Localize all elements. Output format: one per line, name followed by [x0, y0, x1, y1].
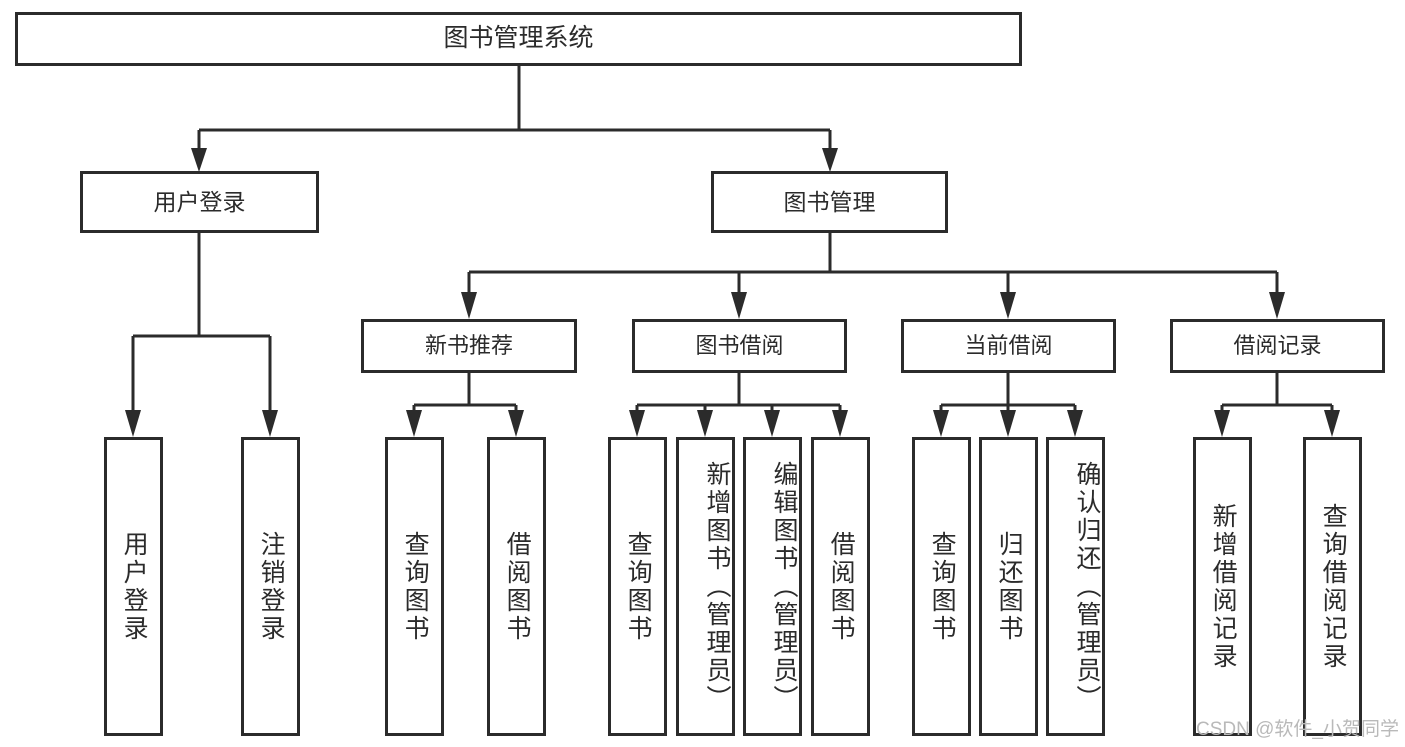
arrow-level2-1: [461, 292, 477, 319]
leaf-record-query-record[interactable]: 查询借阅记录: [1303, 437, 1362, 736]
leaf-label: 新增借阅记录: [1209, 502, 1238, 671]
leaf-label: 借阅图书: [827, 530, 856, 643]
arrow-newbook-leaf-2: [508, 410, 524, 437]
arrow-borrow-leaf-3: [764, 410, 780, 437]
arrow-borrow-leaf-1: [629, 410, 645, 437]
node-current-borrow[interactable]: 当前借阅: [901, 319, 1116, 373]
arrow-user-login-leaf-1: [125, 410, 141, 437]
node-book-management[interactable]: 图书管理: [711, 171, 948, 233]
leaf-borrow-add-book-admin[interactable]: 新增图书（管理员）: [676, 437, 735, 736]
leaf-current-return-book[interactable]: 归还图书: [979, 437, 1038, 736]
arrow-user-login-leaf-2: [262, 410, 278, 437]
node-new-book-recommend[interactable]: 新书推荐: [361, 319, 577, 373]
arrow-record-leaf-2: [1324, 410, 1340, 437]
leaf-record-add-record[interactable]: 新增借阅记录: [1193, 437, 1252, 736]
arrow-record-leaf-1: [1214, 410, 1230, 437]
arrow-current-leaf-3: [1067, 410, 1083, 437]
node-root[interactable]: 图书管理系统: [15, 12, 1022, 66]
leaf-borrow-edit-book-admin[interactable]: 编辑图书（管理员）: [743, 437, 802, 736]
arrow-current-leaf-1: [933, 410, 949, 437]
leaf-label: 用户登录: [120, 530, 149, 643]
leaf-label: 编辑图书（管理员）: [770, 460, 798, 713]
leaf-label: 借阅图书: [503, 530, 532, 643]
arrow-level2-4: [1269, 292, 1285, 319]
leaf-label: 新增图书（管理员）: [703, 460, 731, 713]
leaf-borrow-query-book[interactable]: 查询图书: [608, 437, 667, 736]
leaf-current-query-book[interactable]: 查询图书: [912, 437, 971, 736]
leaf-label: 确认归还（管理员）: [1073, 460, 1101, 713]
leaf-user-login-login[interactable]: 用户登录: [104, 437, 163, 736]
arrow-level2-3: [1000, 292, 1016, 319]
leaf-user-login-logout[interactable]: 注销登录: [241, 437, 300, 736]
arrow-current-leaf-2: [1000, 410, 1016, 437]
leaf-label: 注销登录: [257, 530, 286, 643]
arrow-level2-2: [731, 292, 747, 319]
leaf-label: 查询图书: [401, 530, 430, 643]
arrow-newbook-leaf-1: [406, 410, 422, 437]
arrow-user-login: [191, 148, 207, 172]
arrow-book-manage: [822, 148, 838, 172]
leaf-current-confirm-return-admin[interactable]: 确认归还（管理员）: [1046, 437, 1105, 736]
leaf-label: 查询图书: [928, 530, 957, 643]
leaf-label: 查询图书: [624, 530, 653, 643]
leaf-new-book-borrow[interactable]: 借阅图书: [487, 437, 546, 736]
arrow-borrow-leaf-2: [697, 410, 713, 437]
node-user-login[interactable]: 用户登录: [80, 171, 319, 233]
leaf-borrow-borrow-book[interactable]: 借阅图书: [811, 437, 870, 736]
node-borrow-record[interactable]: 借阅记录: [1170, 319, 1385, 373]
leaf-label: 查询借阅记录: [1319, 502, 1348, 671]
leaf-label: 归还图书: [995, 530, 1024, 643]
node-book-borrow[interactable]: 图书借阅: [632, 319, 847, 373]
arrow-borrow-leaf-4: [832, 410, 848, 437]
csdn-watermark: CSDN @软件_小贺同学: [1196, 719, 1399, 740]
leaf-new-book-query[interactable]: 查询图书: [385, 437, 444, 736]
